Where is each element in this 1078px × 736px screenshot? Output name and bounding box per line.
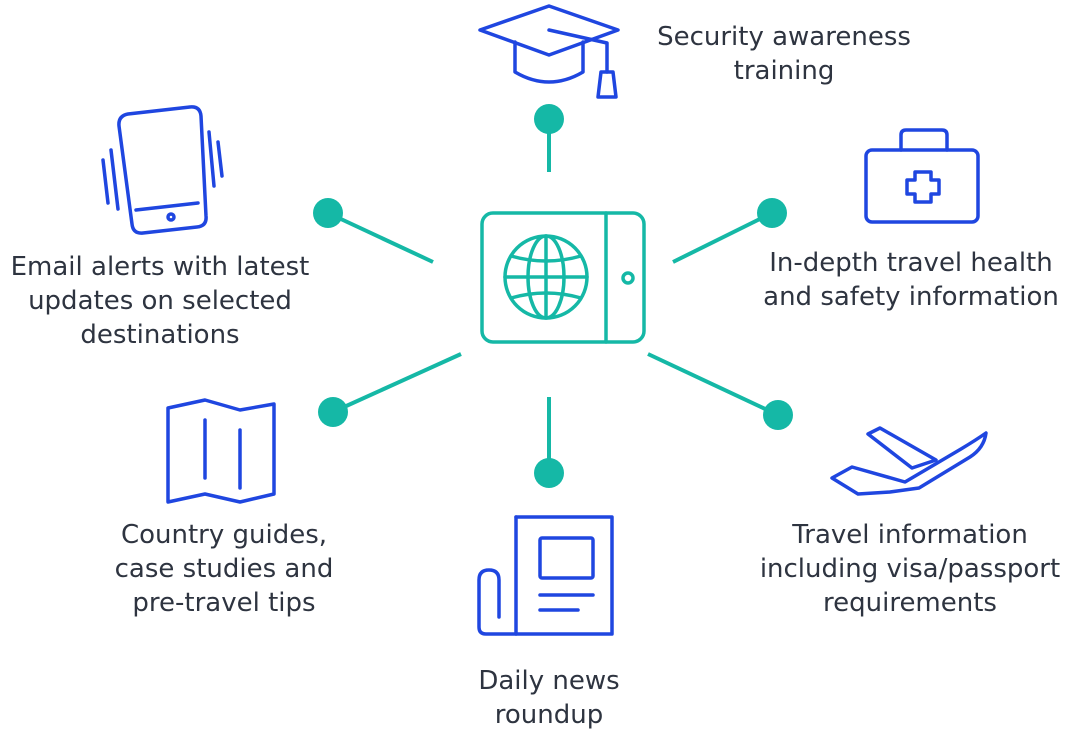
label-travel: Travel information including visa/passpo… xyxy=(745,518,1075,620)
label-line: In-depth travel health xyxy=(769,248,1053,278)
passport-globe-icon xyxy=(480,211,646,344)
newspaper-icon xyxy=(477,515,614,636)
dot-health xyxy=(757,198,787,228)
label-guides: Country guides, case studies and pre-tra… xyxy=(94,518,354,620)
connector-dots xyxy=(313,104,793,488)
label-alerts: Email alerts with latest updates on sele… xyxy=(0,250,320,352)
vibrating-phone-icon xyxy=(101,105,224,235)
label-line: Daily news xyxy=(478,666,620,696)
label-line: training xyxy=(733,56,835,86)
graduation-cap-icon xyxy=(478,4,620,99)
label-line: destinations xyxy=(80,320,240,350)
label-training: Security awareness training xyxy=(648,20,920,88)
label-line: pre-travel tips xyxy=(132,588,316,618)
connectors xyxy=(327,119,779,473)
dot-training xyxy=(534,104,564,134)
folded-map-icon xyxy=(166,398,276,504)
dot-alerts xyxy=(313,198,343,228)
label-line: Security awareness xyxy=(657,22,911,52)
label-line: case studies and xyxy=(114,554,334,584)
airplane-icon xyxy=(830,426,988,496)
label-health: In-depth travel health and safety inform… xyxy=(746,246,1076,314)
dot-travel xyxy=(763,400,793,430)
label-news: Daily news roundup xyxy=(439,664,659,732)
connector-guides xyxy=(332,352,462,414)
label-line: and safety information xyxy=(763,282,1059,312)
label-line: Email alerts with latest xyxy=(10,252,310,282)
label-line: roundup xyxy=(494,700,604,730)
label-line: requirements xyxy=(823,588,997,618)
medical-kit-icon xyxy=(864,128,980,224)
label-line: updates on selected xyxy=(28,286,292,316)
connector-travel xyxy=(647,352,779,417)
dot-guides xyxy=(318,397,348,427)
label-line: including visa/passport xyxy=(759,554,1061,584)
connector-health xyxy=(672,211,773,264)
label-line: Travel information xyxy=(792,520,1028,550)
connector-alerts xyxy=(327,211,434,264)
label-line: Country guides, xyxy=(120,520,328,550)
dot-news xyxy=(534,458,564,488)
